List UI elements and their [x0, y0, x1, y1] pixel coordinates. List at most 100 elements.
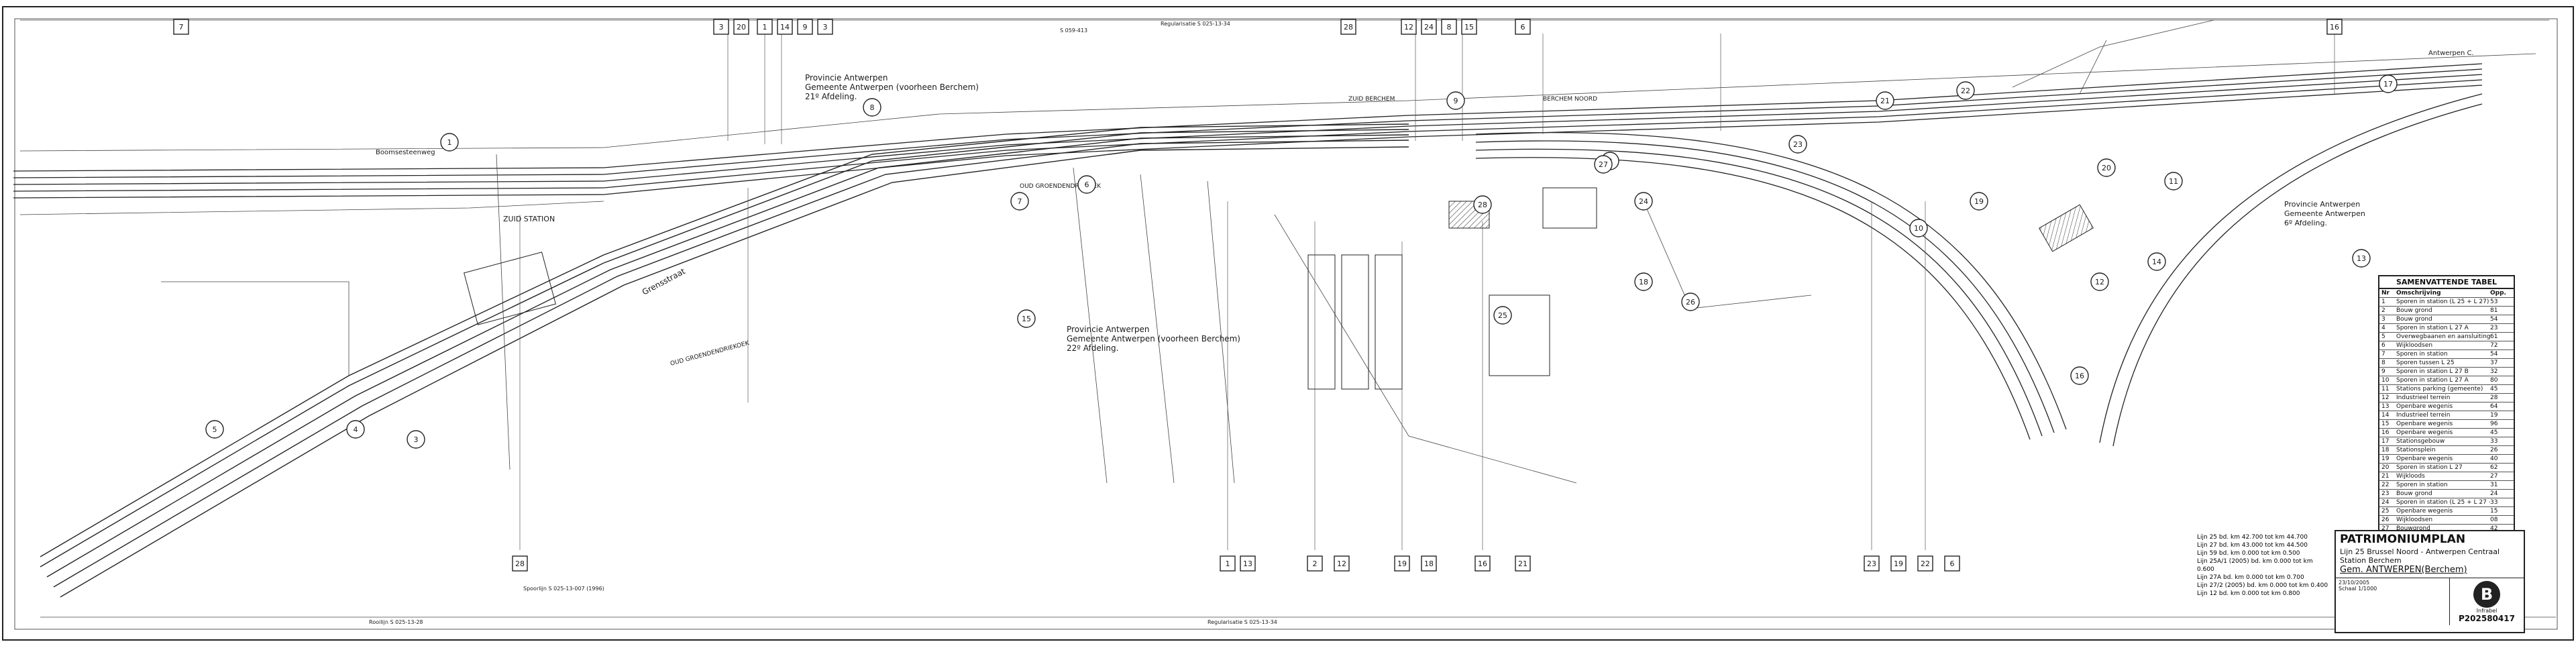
summary-table-cell: 96	[2490, 421, 2498, 427]
destination-label: Antwerpen C.	[2428, 50, 2474, 57]
area-label: ZUID BERCHEM	[1348, 96, 1395, 103]
buildings	[464, 187, 2094, 390]
bottom-marker-box	[1334, 555, 1350, 572]
bottom-marker-box	[1864, 555, 1880, 572]
top-marker-label: 3	[823, 23, 828, 32]
reference-code: Regularisatie S 025-13-34	[1161, 21, 1230, 27]
summary-table-cell: Sporen in station	[2396, 351, 2448, 358]
parcel-callout-circle	[1077, 175, 1096, 194]
summary-table-cell: 13	[2381, 403, 2390, 410]
summary-table-cell: 26	[2381, 517, 2390, 523]
summary-table-cell: 54	[2490, 316, 2498, 323]
summary-table-cell: Bouw grond	[2396, 316, 2432, 323]
area-label: BERCHEM NOORD	[1543, 96, 1597, 103]
summary-table-cell: Openbare wegenis	[2396, 421, 2453, 427]
top-marker-label: 9	[803, 23, 808, 32]
summary-table-cell: Bouw grond	[2396, 490, 2432, 497]
province-label-east: 6º Afdeling.	[2284, 219, 2327, 227]
summary-table-cell: Sporen in station	[2396, 482, 2448, 488]
top-marker-label: 7	[179, 23, 184, 32]
parcel-callout-number: 12	[2095, 278, 2104, 286]
top-marker-box	[777, 19, 793, 35]
title-block-line: Lijn 25 Brussel Noord - Antwerpen Centra…	[2340, 547, 2500, 556]
bottom-marker-label: 23	[1867, 559, 1876, 568]
summary-table-title: SAMENVATTENDE TABEL	[2379, 276, 2514, 289]
summary-table-cell: 53	[2490, 299, 2498, 305]
summary-table-cell: Sporen in station L 27	[2396, 464, 2463, 471]
summary-table-cell: Openbare wegenis	[2396, 508, 2453, 515]
summary-table-row: 21 Wijkloods 27	[2379, 472, 2514, 481]
summary-table-cell: Stationsgebouw	[2396, 438, 2445, 445]
summary-table-cell: 64	[2490, 403, 2498, 410]
track-bundle-southwest	[40, 123, 1409, 598]
summary-table-cell: 11	[2381, 386, 2390, 392]
summary-table-cell: Wijkloodsen	[2396, 517, 2433, 523]
summary-table-cell: 33	[2490, 499, 2498, 506]
bottom-marker-label: 1	[1226, 559, 1230, 568]
reference-code: Spoorlijn S 025-13-007 (1996)	[523, 586, 604, 592]
summary-table-cell: 27	[2381, 525, 2390, 532]
summary-table-cell: Openbare wegenis	[2396, 429, 2453, 436]
title-block-date: 23/10/2005	[2339, 580, 2370, 586]
bottom-marker-label: 16	[1478, 559, 1487, 568]
summary-table-cell: 8	[2381, 360, 2385, 366]
summary-table-cell: 19	[2490, 412, 2498, 419]
title-block: PATRIMONIUMPLAN Lijn 25 Brussel Noord - …	[2334, 530, 2525, 633]
summary-table-cell: 32	[2490, 368, 2498, 375]
parcel-callout-circle	[1473, 195, 1492, 214]
summary-table-cell: Openbare wegenis	[2396, 403, 2453, 410]
province-label-east: Provincie Antwerpen	[2284, 200, 2360, 209]
area-label: OUD GROENDENDRIEKOEK	[669, 340, 751, 368]
bottom-marker-box	[1515, 555, 1531, 572]
parcel-callout-number: 5	[213, 425, 217, 434]
area-label: OUD GROENDENDRIEKOEK	[1020, 183, 1102, 190]
summary-table-cell: Sporen in station L 27 A	[2396, 325, 2469, 331]
title-block-municipality: Gem. ANTWERPEN(Berchem)	[2340, 565, 2467, 575]
summary-table-cell: 21	[2381, 473, 2390, 480]
province-label-central: Gemeente Antwerpen (voorheen Berchem)	[1067, 334, 1240, 343]
province-label-north: 21º Afdeling.	[805, 92, 857, 101]
top-marker-box	[797, 19, 813, 35]
parcel-callout-number: 4	[354, 425, 358, 434]
summary-table-cell: 27	[2490, 473, 2498, 480]
summary-table-cell: 24	[2381, 499, 2390, 506]
bottom-marker-label: 21	[1518, 559, 1527, 568]
parcel-callout-circle	[2379, 74, 2398, 93]
parcel-callout-number: 15	[1022, 315, 1031, 323]
bottom-marker-label: 2	[1313, 559, 1318, 568]
bottom-marker-label: 18	[1424, 559, 1434, 568]
parcel-callout-number: 24	[1639, 197, 1648, 206]
summary-table-cell: 26	[2490, 447, 2498, 453]
summary-table-cell: 72	[2490, 342, 2498, 349]
summary-table-cell: 31	[2490, 482, 2498, 488]
summary-table-cell: Wijkloods	[2396, 473, 2425, 480]
bottom-marker-box	[1220, 555, 1236, 572]
note-line: Lijn 27A bd. km 0.000 tot km 0.700	[2197, 574, 2304, 581]
street-label: Grensstraat	[641, 266, 687, 297]
parcel-callout-number: 13	[2357, 254, 2366, 263]
rail-logo: B	[2473, 580, 2500, 608]
summary-table-cell: 37	[2490, 360, 2498, 366]
top-marker-label: 24	[1424, 23, 1434, 32]
top-marker-label: 1	[763, 23, 767, 32]
summary-table-cell: 17	[2381, 438, 2390, 445]
summary-table-cell: 33	[2490, 438, 2498, 445]
parcel-callout-number: 20	[2102, 164, 2111, 172]
bottom-marker-box	[1917, 555, 1933, 572]
top-marker-label: 15	[1464, 23, 1474, 32]
parcel-boundaries	[19, 19, 2556, 618]
top-marker-box	[1461, 19, 1477, 35]
summary-table-cell: 20	[2381, 464, 2390, 471]
